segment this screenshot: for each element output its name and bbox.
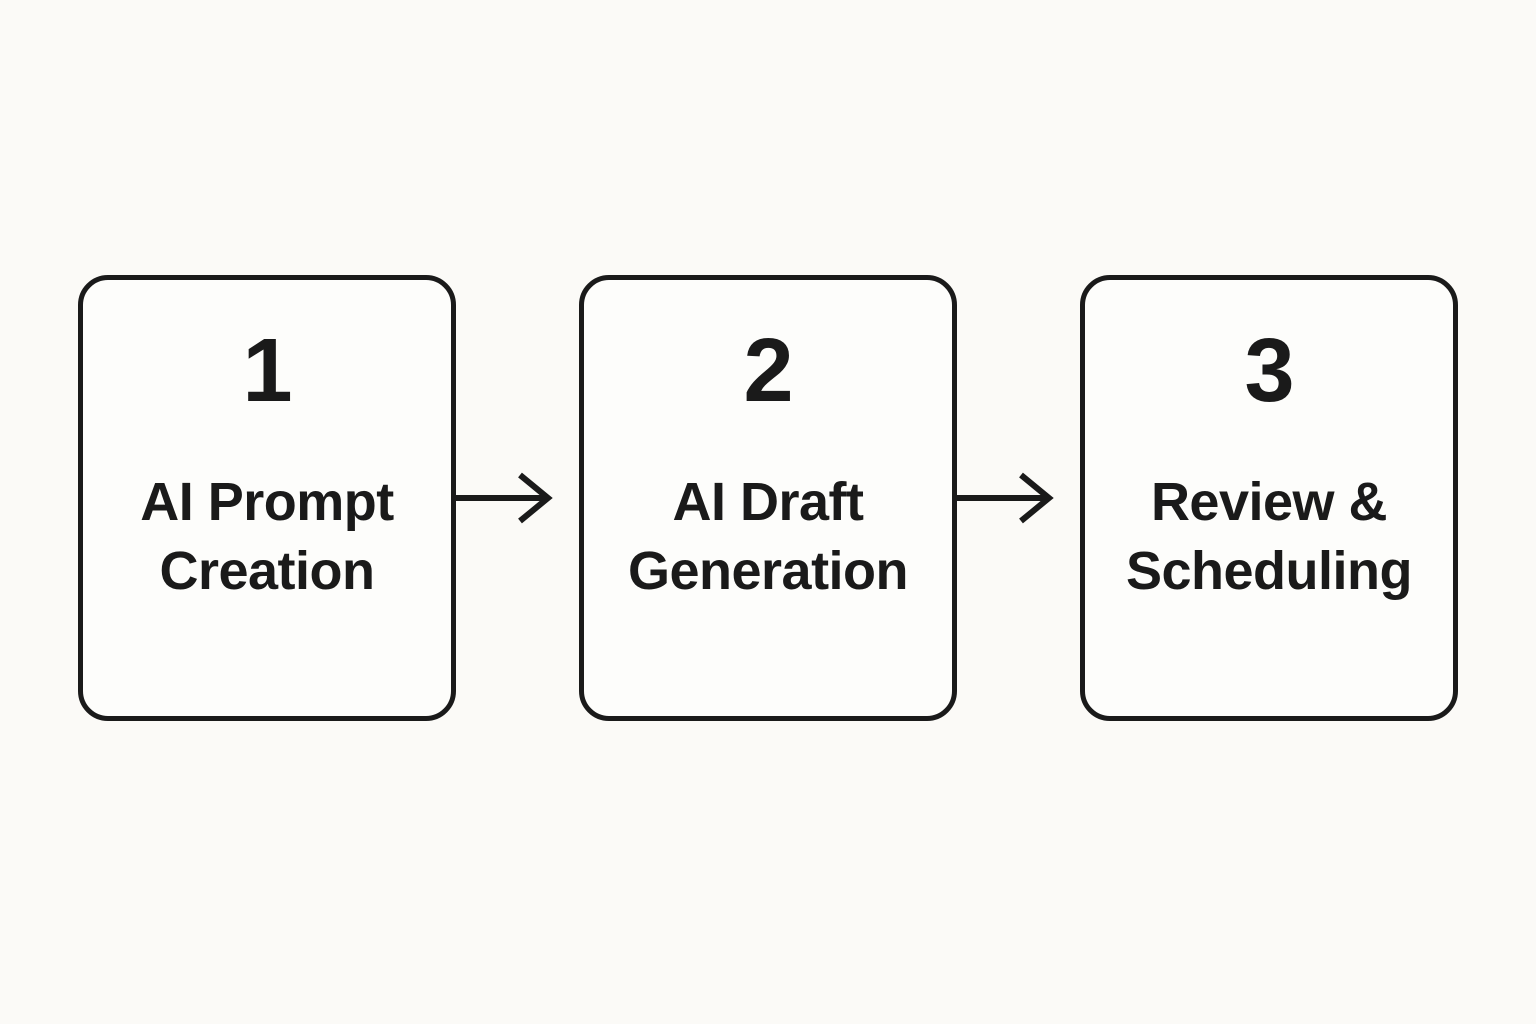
step-label-line: Creation: [159, 541, 375, 602]
step-number: 3: [1244, 321, 1294, 421]
step-number: 1: [242, 321, 292, 421]
arrow-right-icon: [957, 466, 1057, 530]
step-label: AI Draft Generation: [627, 468, 909, 606]
step-label: Review & Scheduling: [1125, 468, 1413, 606]
step-label-line: AI Prompt: [140, 472, 394, 532]
step-card-2: 2 AI Draft Generation: [579, 275, 957, 721]
arrow-right-icon: [456, 466, 556, 530]
step-label: AI Prompt Creation: [140, 468, 394, 606]
connector-1: [456, 466, 579, 530]
step-card-1: 1 AI Prompt Creation: [78, 275, 456, 721]
step-label-line: Review &: [1150, 472, 1388, 532]
step-label-line: AI Draft: [672, 472, 864, 532]
step-label-line: Scheduling: [1125, 541, 1413, 602]
flow-diagram: 1 AI Prompt Creation 2 AI Draft Generati…: [78, 275, 1458, 721]
step-number: 2: [743, 321, 793, 421]
step-label-line: Generation: [627, 541, 909, 602]
step-card-3: 3 Review & Scheduling: [1080, 275, 1458, 721]
connector-2: [957, 466, 1080, 530]
